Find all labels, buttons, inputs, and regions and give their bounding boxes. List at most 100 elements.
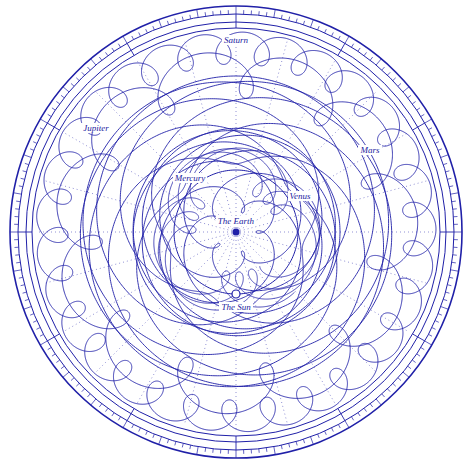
degree-tick bbox=[288, 444, 290, 448]
mars-path bbox=[80, 76, 391, 387]
degree-tick bbox=[228, 450, 229, 454]
degree-tick bbox=[118, 44, 120, 47]
degree-tick bbox=[398, 83, 401, 86]
degree-tick bbox=[139, 32, 141, 36]
degree-tick bbox=[453, 247, 457, 248]
degree-tick bbox=[453, 254, 457, 255]
planet-label: The Earth bbox=[216, 216, 256, 226]
degree-tick bbox=[99, 404, 101, 407]
degree-tick bbox=[197, 9, 198, 17]
degree-tick bbox=[10, 232, 18, 233]
degree-tick bbox=[258, 11, 259, 15]
degree-tick bbox=[236, 450, 237, 458]
sight-line bbox=[184, 232, 236, 425]
planet-label: Mars bbox=[358, 145, 381, 155]
degree-tick bbox=[382, 67, 385, 70]
degree-tick bbox=[118, 417, 120, 420]
degree-tick bbox=[61, 366, 64, 368]
degree-tick bbox=[112, 413, 114, 416]
degree-tick bbox=[438, 149, 442, 150]
degree-tick bbox=[40, 128, 44, 130]
degree-tick bbox=[296, 19, 297, 23]
degree-tick bbox=[153, 26, 154, 30]
degree-tick bbox=[398, 378, 401, 381]
degree-tick bbox=[432, 328, 436, 330]
degree-tick bbox=[421, 114, 424, 116]
degree-tick bbox=[338, 424, 340, 428]
degree-tick bbox=[288, 17, 290, 21]
degree-tick bbox=[281, 445, 283, 449]
degree-tick bbox=[132, 424, 134, 428]
degree-tick bbox=[417, 354, 420, 356]
degree-tick bbox=[454, 224, 458, 225]
degree-tick bbox=[403, 87, 409, 92]
degree-tick bbox=[24, 155, 32, 158]
degree-tick bbox=[82, 72, 85, 75]
sight-line bbox=[43, 180, 236, 232]
degree-tick bbox=[452, 262, 456, 264]
degree-tick bbox=[15, 208, 19, 209]
degree-tick bbox=[19, 185, 23, 187]
degree-tick bbox=[106, 52, 108, 55]
degree-tick bbox=[370, 404, 372, 407]
degree-tick bbox=[197, 447, 198, 455]
zodiac-ring bbox=[26, 22, 446, 442]
degree-tick bbox=[228, 10, 229, 14]
degree-tick bbox=[311, 20, 314, 28]
degree-tick bbox=[428, 334, 432, 336]
degree-tick bbox=[376, 59, 381, 65]
degree-tick bbox=[318, 26, 319, 30]
degree-tick bbox=[220, 11, 221, 15]
degree-tick bbox=[25, 163, 29, 164]
degree-tick bbox=[243, 10, 244, 14]
degree-tick bbox=[417, 108, 420, 110]
degree-tick bbox=[446, 292, 450, 293]
degree-tick bbox=[311, 437, 314, 445]
sign-divider bbox=[127, 409, 134, 421]
degree-tick bbox=[14, 239, 18, 240]
degree-tick bbox=[212, 11, 213, 15]
degree-tick bbox=[318, 434, 319, 438]
degree-tick bbox=[403, 372, 409, 377]
degree-tick bbox=[71, 83, 74, 86]
degree-tick bbox=[112, 48, 114, 51]
degree-tick bbox=[36, 328, 40, 330]
planet-label: Saturn bbox=[222, 35, 250, 45]
degree-tick bbox=[243, 450, 244, 454]
degree-tick bbox=[182, 17, 184, 21]
degree-tick bbox=[448, 178, 452, 180]
degree-tick bbox=[56, 102, 59, 104]
degree-tick bbox=[441, 307, 449, 310]
degree-tick bbox=[132, 36, 134, 40]
sight-line bbox=[236, 232, 237, 432]
venus-path bbox=[133, 128, 340, 335]
mercury-path bbox=[154, 148, 320, 310]
degree-tick bbox=[123, 36, 127, 43]
degree-tick bbox=[441, 155, 449, 158]
degree-tick bbox=[63, 372, 69, 377]
degree-tick bbox=[61, 95, 64, 97]
planet-label: Mercury bbox=[173, 173, 208, 183]
sight-line bbox=[236, 232, 436, 233]
degree-tick bbox=[23, 292, 27, 293]
degree-tick bbox=[332, 428, 334, 432]
degree-tick bbox=[189, 445, 191, 449]
sign-divider bbox=[47, 123, 59, 130]
degree-tick bbox=[325, 29, 327, 33]
degree-tick bbox=[76, 78, 79, 81]
degree-tick bbox=[71, 378, 74, 381]
degree-tick bbox=[63, 87, 69, 92]
degree-tick bbox=[40, 334, 44, 336]
degree-tick bbox=[449, 277, 453, 279]
degree-tick bbox=[358, 413, 360, 416]
sign-divider bbox=[236, 436, 237, 450]
degree-tick bbox=[258, 449, 259, 453]
degree-tick bbox=[438, 314, 442, 315]
degree-tick bbox=[408, 366, 411, 368]
degree-tick bbox=[175, 19, 176, 23]
zodiac-ring bbox=[18, 14, 454, 450]
earth-dot bbox=[233, 229, 240, 236]
planet-label: Venus bbox=[288, 191, 313, 201]
saturn-path bbox=[37, 32, 436, 431]
degree-tick bbox=[421, 348, 424, 350]
